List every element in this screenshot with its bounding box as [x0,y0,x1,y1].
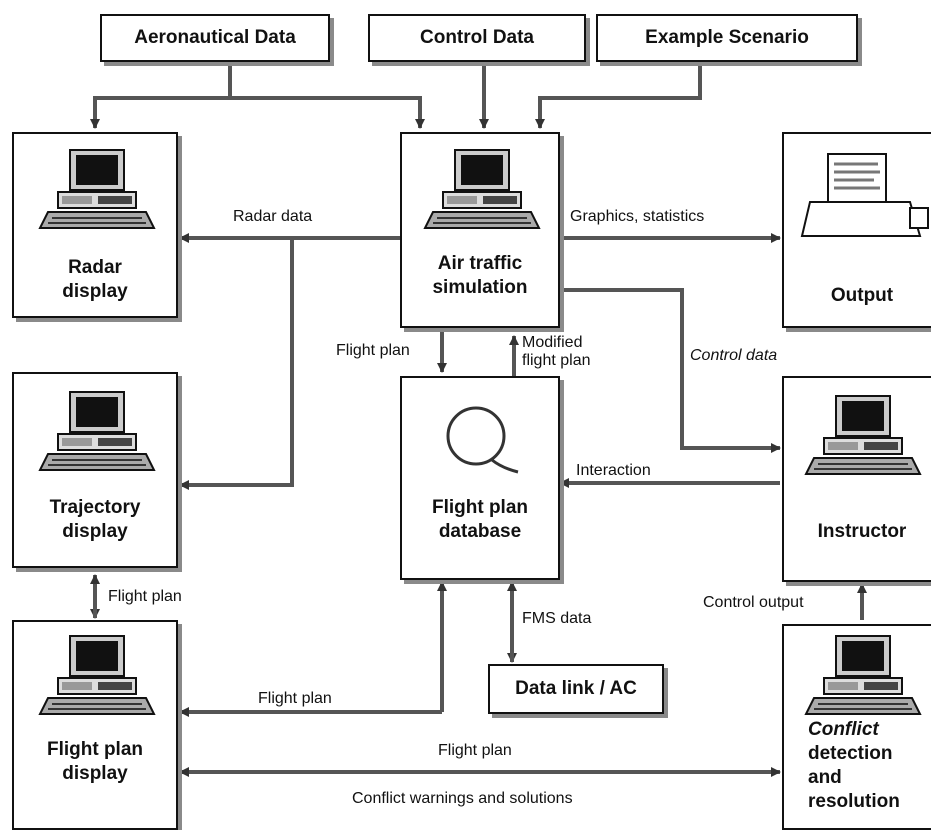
computer-icon [38,635,156,715]
aero-to-atc-arrow [230,96,425,129]
fpdb-title-2: database [438,521,522,542]
flight-plan-down-label: Flight plan [336,342,410,359]
control-output-label: Control output [703,594,804,611]
atc-title-2: simulation [432,277,528,298]
example-scenario-label: Example Scenario [645,27,809,48]
printer-icon [800,153,929,237]
conflict-warnings-label: Conflict warnings and solutions [352,790,573,807]
conflict-detection-node: Conflict detection and resolution [782,624,931,830]
aeronautical-data-box: Aeronautical Data [100,14,330,62]
output-title: Output [830,285,894,306]
flight-plan-db-label: Flight plan [258,690,332,707]
radar-to-trajectory-arrow [179,238,294,490]
example-scenario-box: Example Scenario [596,14,858,62]
conflict-title-2: detection [808,743,893,764]
control-data-edge-label: Control data [690,347,778,364]
conflict-title-4: resolution [808,791,900,812]
graphics-statistics-label: Graphics, statistics [570,208,705,225]
control-data-arrow [560,288,781,453]
flight-plan-traj-label: Flight plan [108,588,182,605]
database-loop-icon [446,406,519,474]
atc-title-1: Air traffic [437,253,523,274]
flight-plan-database-node: Flight plan database [400,376,560,580]
data-link-label: Data link / AC [515,678,637,699]
scenario-to-atc-arrow [535,62,702,129]
fpdb-title-1: Flight plan [431,497,529,518]
instructor-node: Instructor [782,376,931,582]
computer-icon [38,391,156,471]
fms-data-label: FMS data [522,610,592,627]
flight-plan-display-node: Flight plan display [12,620,178,830]
modified-label-line1: Modified [522,334,583,351]
radar-display-node: Radar display [12,132,178,318]
fpdisplay-title-2: display [62,763,128,784]
flight-plan-bottom-label: Flight plan [438,742,512,759]
fpdisplay-title-1: Flight plan [46,739,144,760]
aeronautical-data-label: Aeronautical Data [134,27,296,48]
conflict-title-3: and [808,767,842,788]
control-data-label: Control Data [420,27,534,48]
computer-icon [38,149,156,229]
conflict-title-1: Conflict [808,719,879,740]
interaction-label: Interaction [576,462,651,479]
computer-icon [423,149,541,229]
computer-icon [804,395,922,475]
modified-label-line2: flight plan [522,352,591,369]
radar-data-label: Radar data [233,208,313,225]
radar-display-title-1: Radar [68,257,122,278]
computer-icon [804,635,922,715]
modified-flight-plan-label: Modified flight plan [522,334,591,370]
control-data-box: Control Data [368,14,586,62]
radar-display-title-2: display [62,281,128,302]
aero-to-radar-arrow [90,62,232,129]
trajectory-title-2: display [62,521,128,542]
output-node: Output [782,132,931,328]
air-traffic-simulation-node: Air traffic simulation [400,132,560,328]
instructor-title: Instructor [817,521,907,542]
trajectory-display-node: Trajectory display [12,372,178,568]
trajectory-title-1: Trajectory [49,497,141,518]
data-link-box: Data link / AC [488,664,664,714]
